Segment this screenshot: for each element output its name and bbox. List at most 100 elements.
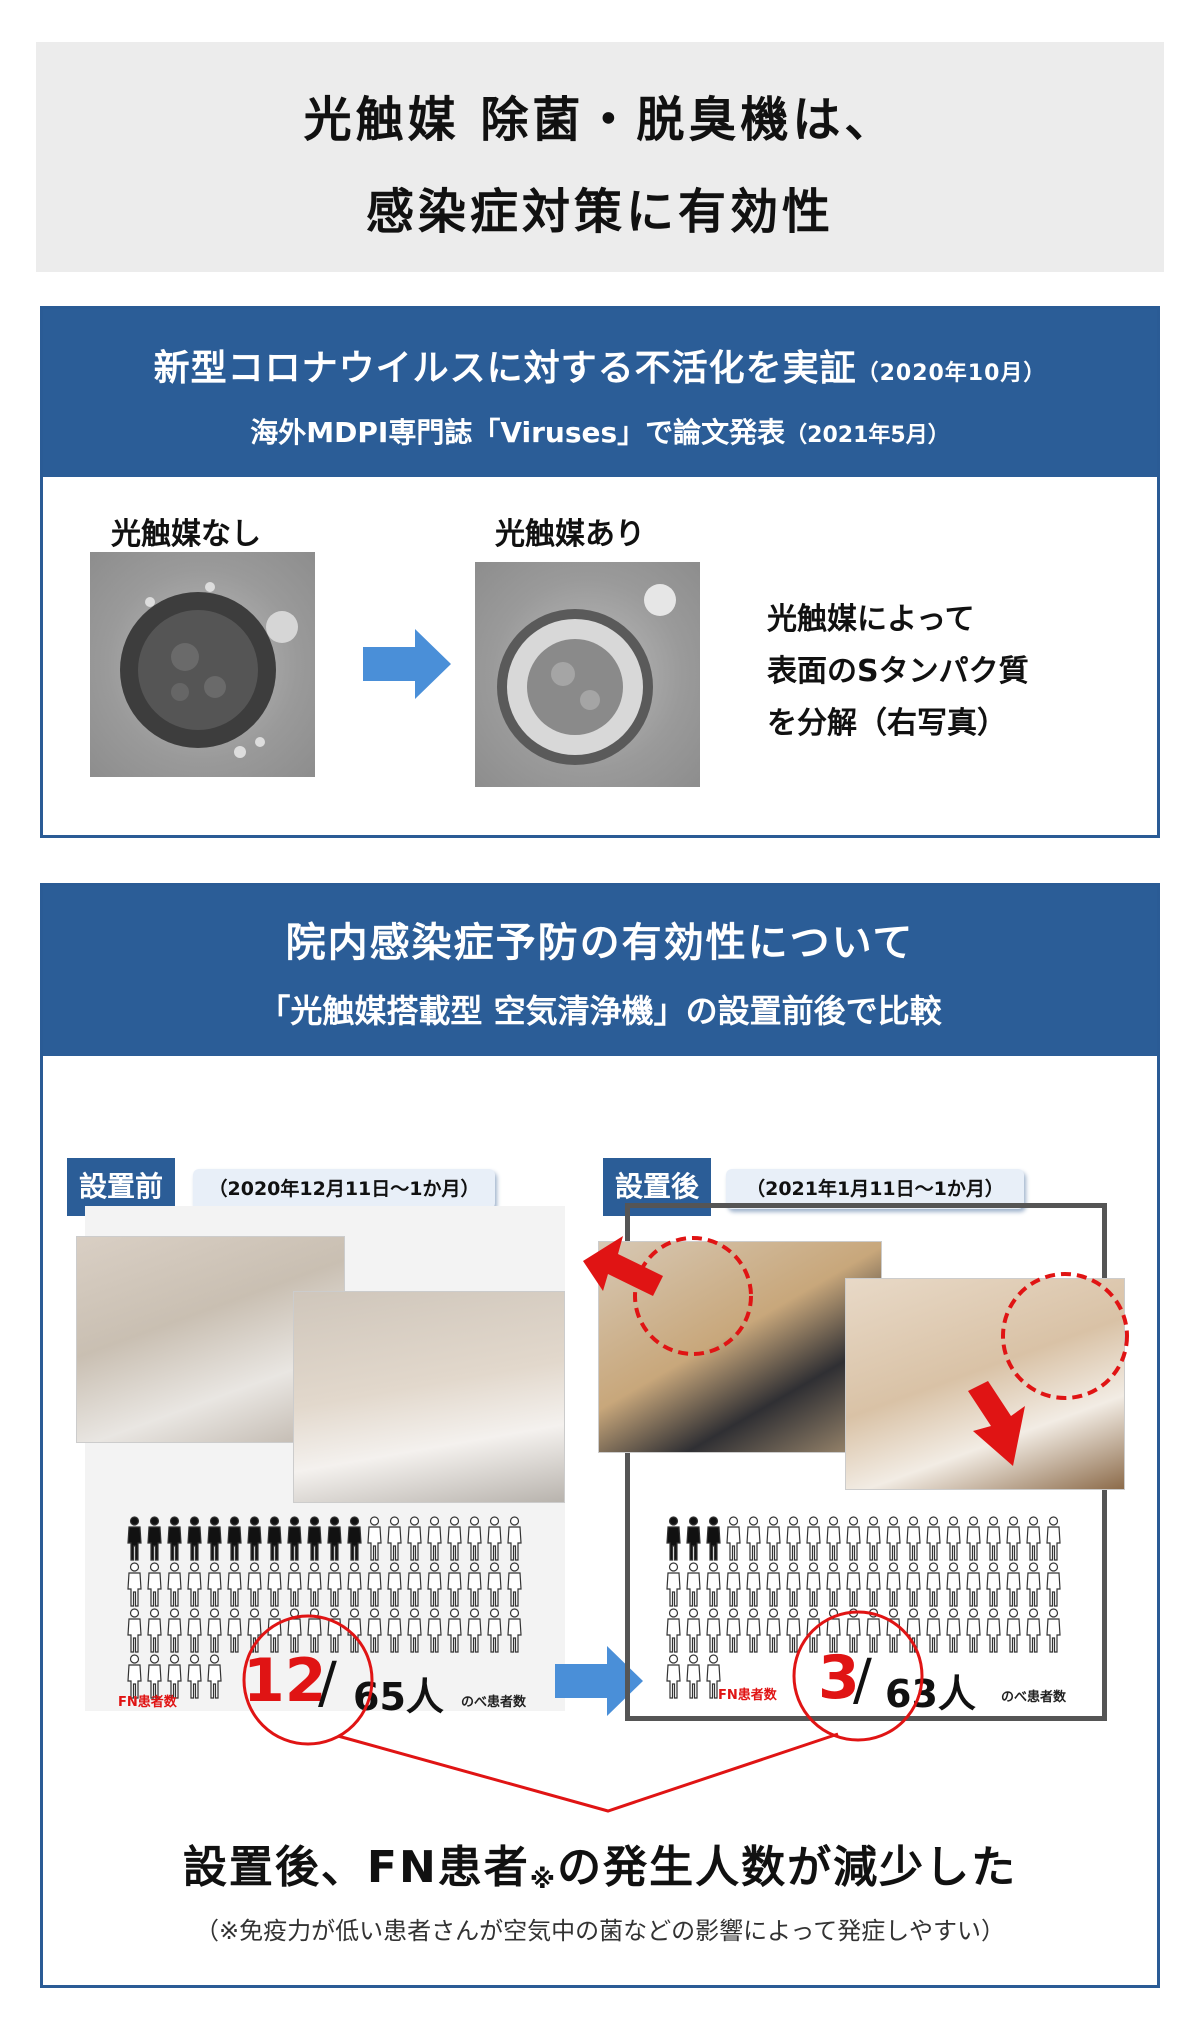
section1-title-bar: 新型コロナウイルスに対する不活化を実証（2020年10月） 海外MDPI専門誌「… [43, 309, 1157, 477]
section1-subtitle: 海外MDPI専門誌「Viruses」で論文発表 [250, 416, 786, 449]
page-header: 光触媒 除菌・脱臭機は、 感染症対策に有効性 [36, 42, 1164, 272]
patient-icon [945, 1562, 965, 1608]
patient-icon [506, 1516, 526, 1562]
patient-icon [825, 1608, 845, 1654]
footnote: （※免疫力が低い患者さんが空気中の菌などの影響によって発症しやすい） [195, 1917, 1005, 1945]
patient-icon [985, 1516, 1005, 1562]
patient-icon [705, 1562, 725, 1608]
before-fn-count: 12 [243, 1646, 327, 1716]
hospital-infection-section: 院内感染症予防の有効性について 「光触媒搭載型 空気清浄機」の設置前後で比較 設… [40, 883, 1160, 1988]
before-fn-label: FN患者数 [118, 1695, 177, 1710]
patient-icon [745, 1562, 765, 1608]
patient-icon [945, 1516, 965, 1562]
patient-icon [1045, 1562, 1065, 1608]
patient-icon [126, 1516, 146, 1562]
patient-icon [925, 1562, 945, 1608]
patient-icon [825, 1562, 845, 1608]
after-fn-count: 3 [818, 1643, 860, 1713]
patient-icon [306, 1516, 326, 1562]
patient-icon [865, 1562, 885, 1608]
patient-icon [785, 1608, 805, 1654]
patient-icon [506, 1562, 526, 1608]
after-fn-label: FN患者数 [718, 1688, 777, 1703]
after-patient-grid [665, 1516, 1085, 1700]
before-total-label: のべ患者数 [461, 1695, 527, 1710]
patient-icon [965, 1516, 985, 1562]
patient-icon [166, 1654, 186, 1700]
desc-line-3: を分解（右写真） [767, 706, 1007, 741]
patient-icon [785, 1562, 805, 1608]
patient-icon [266, 1516, 286, 1562]
patient-icon [186, 1654, 206, 1700]
patient-icon [685, 1516, 705, 1562]
patient-icon [725, 1608, 745, 1654]
patient-icon [266, 1562, 286, 1608]
conclusion-row: 設置後、FN患者※の発生人数が減少した [43, 1831, 1157, 1895]
section1-subtitle-row: 海外MDPI専門誌「Viruses」で論文発表（2021年5月） [43, 411, 1157, 451]
patient-icon [905, 1516, 925, 1562]
patient-icon [1005, 1562, 1025, 1608]
after-date: （2021年1月11日～1か月） [726, 1169, 1024, 1209]
patient-icon [705, 1608, 725, 1654]
patient-icon [705, 1654, 725, 1700]
right-arrow-icon-2 [555, 1646, 643, 1716]
patient-icon [446, 1562, 466, 1608]
patient-icon [186, 1562, 206, 1608]
patient-icon [146, 1562, 166, 1608]
patient-icon [805, 1562, 825, 1608]
patient-icon [466, 1562, 486, 1608]
patient-icon [166, 1516, 186, 1562]
comparison-callout-lines [242, 1610, 924, 1813]
patient-icon [885, 1562, 905, 1608]
section1-subtitle-date: （2021年5月） [785, 423, 950, 448]
patient-icon [326, 1562, 346, 1608]
patient-icon [865, 1516, 885, 1562]
patient-icon [426, 1608, 446, 1654]
patient-icon [206, 1654, 226, 1700]
conclusion-main: 設置後、FN患者 [182, 1842, 530, 1893]
conclusion-footnote-mark: ※ [529, 1865, 558, 1895]
patient-icon [206, 1562, 226, 1608]
desc-line-1: 光触媒によって [767, 602, 975, 637]
patient-icon [166, 1608, 186, 1654]
patient-icon [685, 1654, 705, 1700]
patient-icon [1025, 1608, 1045, 1654]
conclusion-rest: の発生人数が減少した [557, 1842, 1018, 1893]
patient-icon [1025, 1562, 1045, 1608]
patient-icon [486, 1608, 506, 1654]
after-total-label: のべ患者数 [1001, 1690, 1067, 1705]
patient-icon [446, 1516, 466, 1562]
patient-icon [366, 1516, 386, 1562]
before-room-photo-2 [293, 1291, 565, 1503]
patient-icon [665, 1654, 685, 1700]
patient-icon [665, 1562, 685, 1608]
patient-icon [126, 1654, 146, 1700]
before-total: 65人 [353, 1675, 444, 1719]
desc-line-2: 表面のSタンパク質 [767, 654, 1029, 689]
patient-icon [426, 1516, 446, 1562]
patient-icon [206, 1516, 226, 1562]
section1-title-date: （2020年10月） [856, 361, 1047, 386]
patient-icon [306, 1608, 326, 1654]
covid-inactivation-section: 新型コロナウイルスに対する不活化を実証（2020年10月） 海外MDPI専門誌「… [40, 306, 1160, 838]
section2-title: 院内感染症予防の有効性について [285, 920, 915, 966]
patient-icon [486, 1562, 506, 1608]
patient-icon [226, 1516, 246, 1562]
patient-icon [805, 1516, 825, 1562]
patient-icon [326, 1608, 346, 1654]
patient-icon [246, 1516, 266, 1562]
patient-icon [466, 1516, 486, 1562]
patient-icon [665, 1516, 685, 1562]
before-date: （2020年12月11日～1か月） [193, 1169, 495, 1209]
patient-icon [226, 1562, 246, 1608]
patient-icon [965, 1562, 985, 1608]
patient-icon [1025, 1516, 1045, 1562]
patient-icon [685, 1562, 705, 1608]
patient-icon [186, 1608, 206, 1654]
patient-icon [206, 1608, 226, 1654]
patient-icon [925, 1608, 945, 1654]
patient-icon [386, 1516, 406, 1562]
virus-before-graphic [120, 582, 298, 758]
patient-icon [785, 1516, 805, 1562]
patient-icon [426, 1562, 446, 1608]
